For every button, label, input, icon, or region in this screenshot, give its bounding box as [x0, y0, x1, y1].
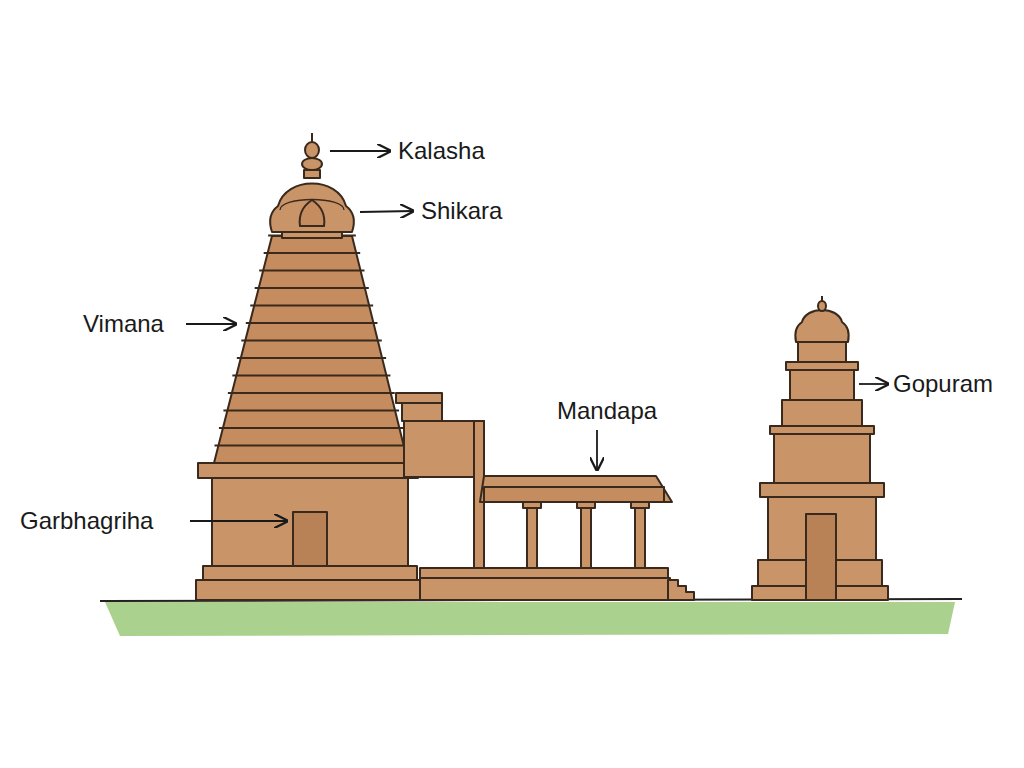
grass-ground: [100, 599, 962, 636]
tier-line: [241, 340, 381, 342]
tier-line: [214, 445, 407, 447]
tier-line: [264, 252, 361, 254]
leader-arrow: [330, 150, 390, 152]
tier-line: [219, 427, 403, 429]
tier-line: [237, 357, 386, 359]
tier-line: [255, 287, 369, 289]
leader-arrow: [190, 520, 287, 522]
part-label: Vimana: [83, 310, 164, 338]
tier-line: [259, 270, 364, 272]
leader-lines: [186, 151, 888, 521]
main-temple: [196, 133, 694, 600]
gopuram-tower: [752, 296, 888, 600]
part-label: Mandapa: [557, 397, 657, 425]
part-label: Kalasha: [398, 137, 485, 165]
leader-arrow: [596, 430, 598, 470]
part-label: Gopuram: [893, 370, 993, 398]
tier-line: [246, 322, 378, 324]
leader-arrow: [186, 323, 236, 325]
leader-arrow: [859, 383, 888, 385]
part-label: Garbhagriha: [20, 507, 153, 535]
part-label: Shikara: [421, 197, 502, 225]
leader-arrow: [360, 211, 413, 212]
tier-line: [223, 410, 399, 412]
tier-line: [228, 392, 395, 394]
tier-line: [232, 375, 390, 377]
tier-line: [250, 305, 373, 307]
